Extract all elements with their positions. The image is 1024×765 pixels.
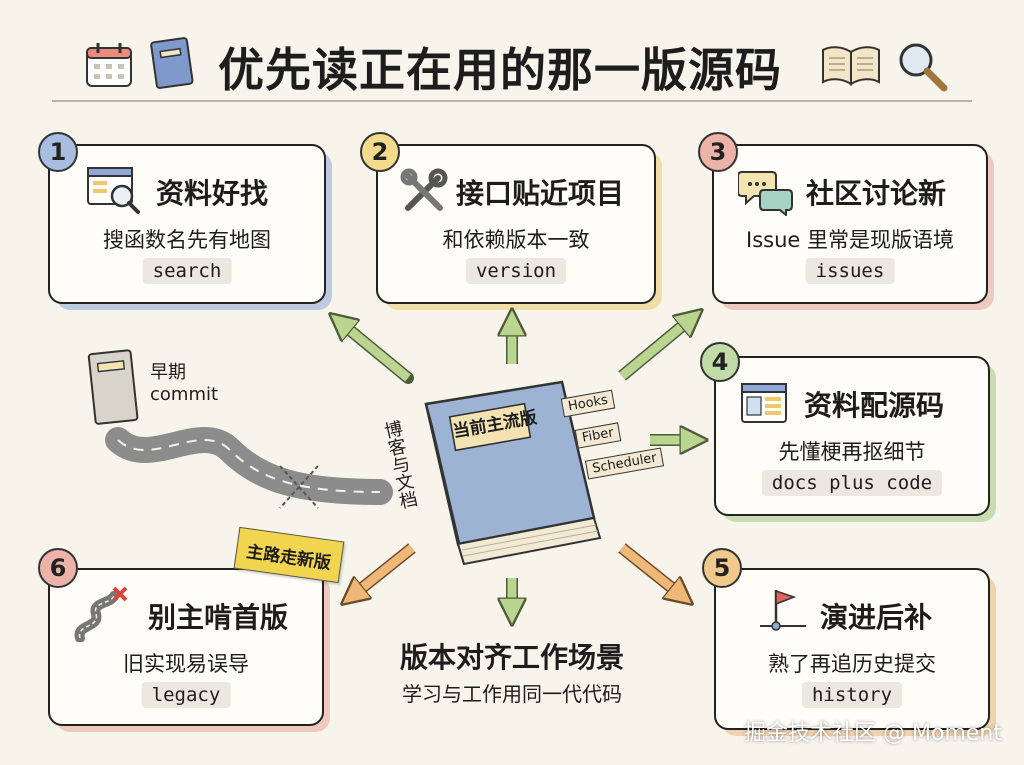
- card-title: 别主啃首版: [148, 601, 289, 634]
- chat-bubbles-icon: [738, 171, 793, 216]
- early-label: 早期: [150, 362, 186, 383]
- card-tag: version: [465, 258, 567, 284]
- card-subtitle: Issue 里常是现版语境: [746, 228, 954, 252]
- step-number: 5: [702, 548, 742, 588]
- card-history: 演进后补 熟了再追历史提交 history: [714, 568, 996, 736]
- notebook-icon: [87, 349, 139, 425]
- card-legacy: 别主啃首版 旧实现易误导 legacy: [48, 568, 330, 732]
- open-book-icon: [822, 46, 880, 86]
- card-tag: legacy: [141, 682, 231, 708]
- tools-icon: [400, 168, 448, 211]
- card-interface: 接口贴近项目 和依赖版本一致 version: [376, 144, 662, 310]
- step-number: 3: [698, 132, 738, 172]
- card-subtitle: 和依赖版本一致: [442, 228, 590, 252]
- book-icon: [150, 37, 194, 89]
- card-tag: issues: [805, 258, 895, 284]
- book-illustration: [424, 380, 602, 566]
- document-window-icon: [741, 383, 787, 423]
- step-number: 4: [700, 342, 740, 382]
- watermark: 掘金技术社区 @ Moment: [744, 721, 1002, 746]
- bottom-subtitle: 学习与工作用同一代代码: [402, 682, 622, 706]
- card-resources: 资料好找 搜函数名先有地图 search: [48, 144, 332, 310]
- step-number: 2: [360, 132, 400, 172]
- arrow-to-card-3: [618, 318, 692, 381]
- card-tag: docs plus code: [761, 470, 943, 496]
- title-row: 优先读正在用的那一版源码: [0, 30, 1024, 100]
- step-number: 6: [38, 548, 78, 588]
- arrow-to-card-1: [340, 322, 414, 384]
- early-commit-label: 早期 commit: [150, 362, 218, 406]
- title-divider: [52, 100, 972, 102]
- card-subtitle: 先懂梗再抠细节: [778, 440, 926, 464]
- card-tag: history: [801, 682, 903, 708]
- card-title: 社区讨论新: [806, 177, 947, 210]
- card-subtitle: 旧实现易误导: [123, 652, 249, 676]
- road-blocked-mark: [279, 465, 319, 509]
- arrow-to-card-5: [618, 543, 682, 596]
- center-book: 当前主流版: [412, 378, 612, 574]
- arrow-to-card-6: [352, 543, 416, 596]
- calendar-icon: [86, 43, 132, 87]
- card-title: 接口贴近项目: [456, 177, 625, 210]
- card-tag: search: [142, 258, 232, 284]
- step-number: 1: [38, 132, 78, 172]
- card-subtitle: 搜函数名先有地图: [103, 228, 271, 252]
- card-title: 资料好找: [156, 177, 269, 210]
- browser-search-icon: [87, 167, 140, 214]
- flag-icon: [760, 589, 806, 631]
- sticky-note-text: 主路走新版: [245, 542, 333, 574]
- bottom-title: 版本对齐工作场景: [399, 641, 624, 674]
- card-title: 资料配源码: [804, 389, 945, 422]
- magnifier-icon: [899, 43, 948, 92]
- road: [105, 427, 393, 505]
- card-community: 社区讨论新 Issue 里常是现版语境 issues: [712, 144, 994, 310]
- page-title: 优先读正在用的那一版源码: [218, 43, 782, 97]
- card-title: 演进后补: [820, 601, 933, 634]
- commit-label: commit: [150, 384, 219, 405]
- card-subtitle: 熟了再追历史提交: [768, 652, 936, 676]
- winding-road-x-icon: [74, 586, 128, 642]
- card-docs-code: 资料配源码 先懂梗再抠细节 docs plus code: [714, 356, 996, 522]
